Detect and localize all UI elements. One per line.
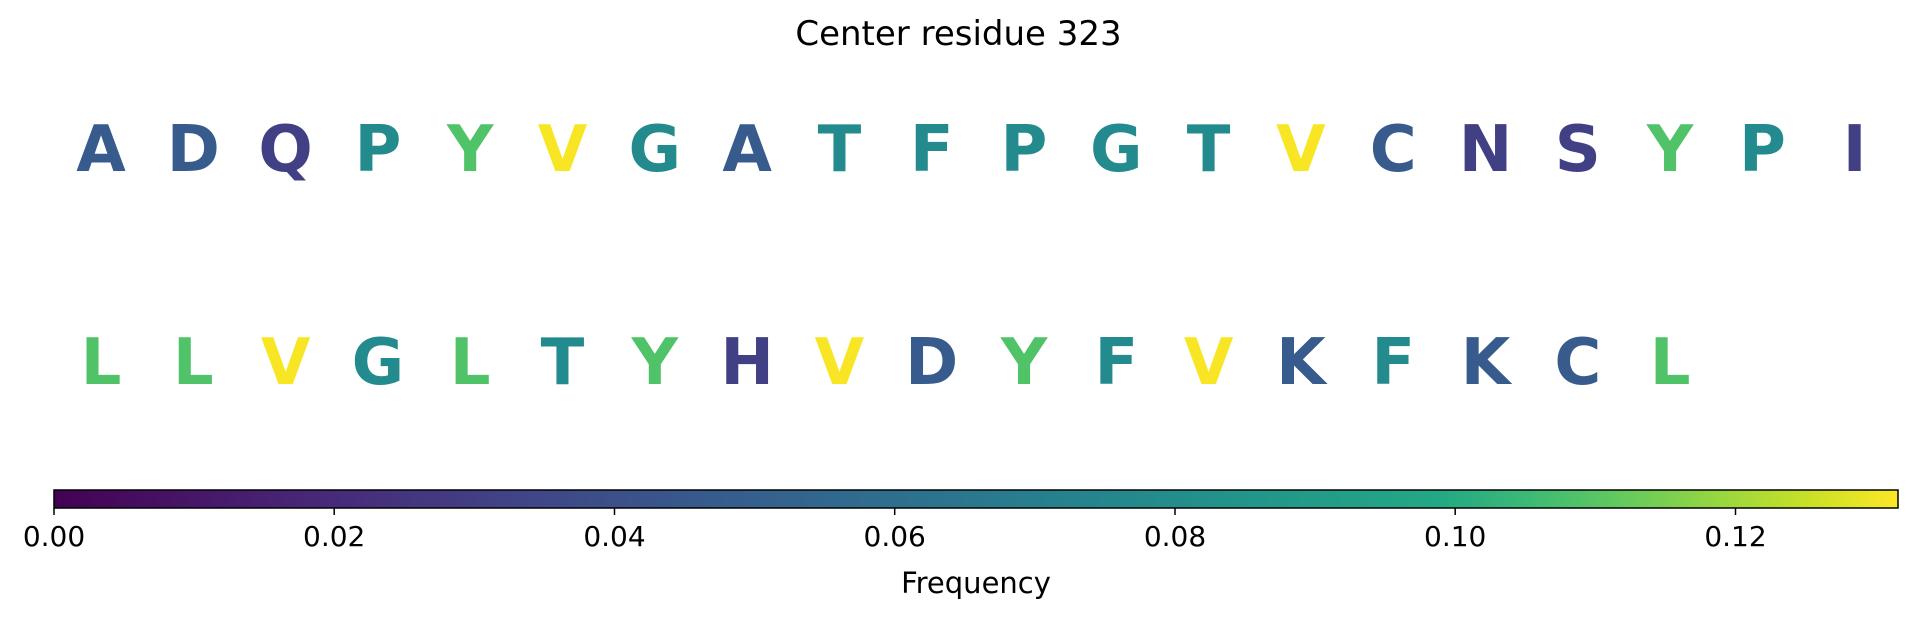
- colorbar: 0.00 0.02 0.04 0.06 0.08 0.10 0.12 Frequency: [23, 489, 1899, 600]
- residue-letter: K: [1276, 326, 1328, 400]
- residue-letter: K: [1461, 326, 1513, 400]
- residue-letter: F: [1371, 326, 1415, 400]
- colorbar-tick-label: 0.12: [1704, 520, 1766, 553]
- residue-letter: V: [261, 326, 311, 400]
- residue-letter: P: [354, 113, 401, 187]
- residue-letter: V: [1276, 113, 1326, 187]
- residue-letter: A: [76, 113, 126, 187]
- residue-letter: P: [1739, 113, 1786, 187]
- residue-letter: G: [629, 113, 682, 187]
- residue-letter: I: [1843, 113, 1867, 187]
- colorbar-gradient: [53, 489, 1899, 509]
- colorbar-tick-label: 0.00: [23, 520, 85, 553]
- residue-letter: T: [541, 326, 585, 400]
- residue-letter: N: [1459, 113, 1513, 187]
- residue-letter: Q: [258, 113, 312, 187]
- residue-letter: L: [81, 326, 122, 400]
- residue-letter: Y: [1000, 326, 1048, 400]
- residue-letter: V: [815, 326, 865, 400]
- residue-letter: P: [1001, 113, 1048, 187]
- colorbar-tick-label: 0.02: [303, 520, 365, 553]
- residue-letter: V: [538, 113, 588, 187]
- residue-letter: D: [167, 113, 220, 187]
- residue-letter: Y: [631, 326, 679, 400]
- colorbar-tick-label: 0.06: [864, 520, 926, 553]
- residue-letter: L: [173, 326, 214, 400]
- residue-letter: S: [1555, 113, 1601, 187]
- residue-letter: T: [818, 113, 862, 187]
- residue-letter: T: [1187, 113, 1231, 187]
- residue-letter: Y: [1646, 113, 1694, 187]
- residue-letter: F: [910, 113, 954, 187]
- residue-letter: L: [1650, 326, 1691, 400]
- colorbar-ticks: 0.00 0.02 0.04 0.06 0.08 0.10 0.12: [23, 508, 1767, 553]
- residue-letter: H: [720, 326, 774, 400]
- colorbar-label: Frequency: [901, 566, 1051, 600]
- colorbar-tick-label: 0.04: [583, 520, 645, 553]
- colorbar-tick-label: 0.10: [1424, 520, 1486, 553]
- chart-title: Center residue 323: [795, 14, 1122, 54]
- residue-letter: C: [1554, 326, 1601, 400]
- residue-letter: F: [1094, 326, 1138, 400]
- residue-letter: Y: [446, 113, 494, 187]
- residue-letter: A: [722, 113, 772, 187]
- residue-letter: C: [1370, 113, 1417, 187]
- residue-letter: V: [1184, 326, 1234, 400]
- residue-letter: G: [352, 326, 405, 400]
- colorbar-tick-label: 0.08: [1144, 520, 1206, 553]
- residue-letter: L: [450, 326, 491, 400]
- residue-letter: G: [1090, 113, 1143, 187]
- residue-letter: D: [905, 326, 958, 400]
